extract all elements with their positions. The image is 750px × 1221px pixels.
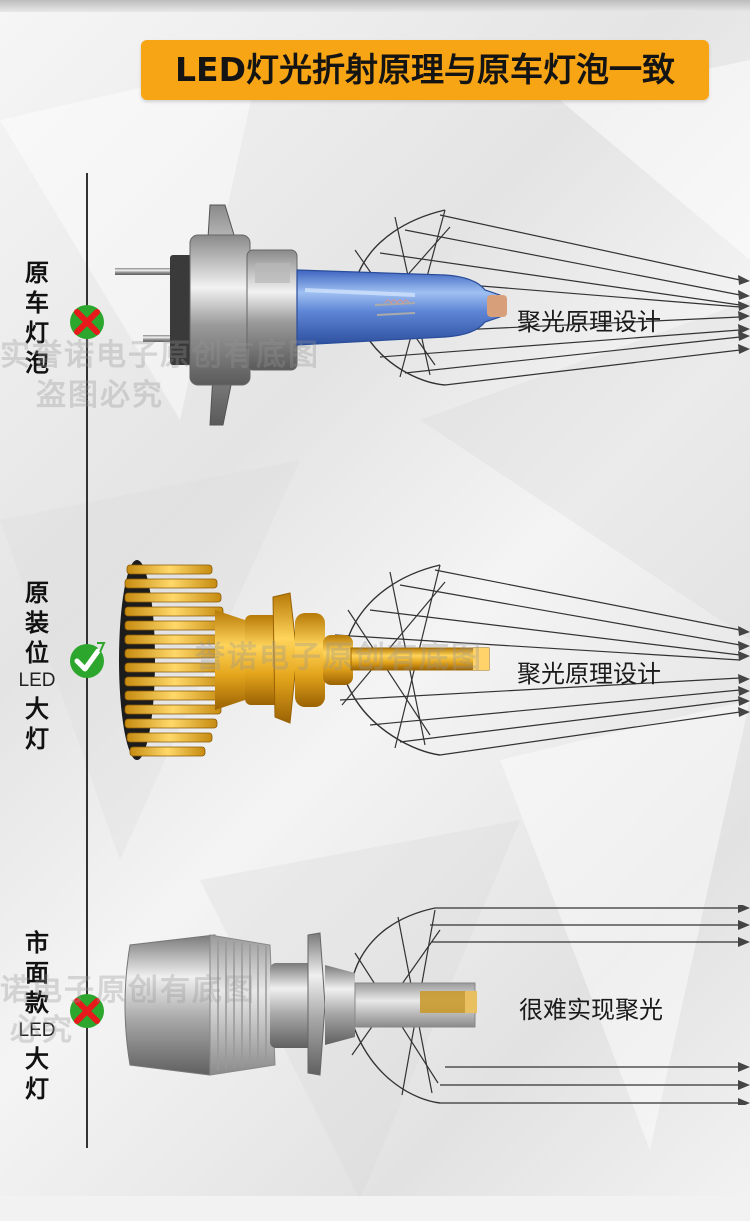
- watermark: 盗图必究: [36, 378, 164, 413]
- top-strip: [0, 0, 750, 12]
- page-title: LED灯光折射原理与原车灯泡一致: [175, 50, 675, 89]
- title-banner: LED灯光折射原理与原车灯泡一致: [141, 40, 709, 100]
- cross-icon: [70, 305, 104, 339]
- beam-diagram-2: [334, 564, 750, 756]
- row-3-label-char: 款: [25, 989, 49, 1017]
- row-3-label-char: 市: [25, 929, 49, 957]
- cross-icon: [70, 994, 104, 1028]
- row-3-label-char: 面: [25, 959, 49, 987]
- watermark: 实誉诺电子原创有底图: [0, 338, 320, 373]
- check-icon: [70, 642, 106, 678]
- beam-diagram-1: [344, 209, 750, 386]
- row-3-label-led: LED: [18, 1020, 56, 1041]
- row-2-label: 原 装 位 LED 大 灯: [12, 578, 62, 754]
- row-3-label: 市 面 款 LED 大 灯: [12, 928, 62, 1104]
- row-2-label-char: 装: [25, 609, 49, 637]
- watermark: 诺电子原创有底图: [0, 973, 256, 1008]
- row-1-label-char: 原: [25, 259, 49, 287]
- watermark: 必究: [10, 1013, 74, 1048]
- row-2-label-char: 大: [25, 695, 49, 723]
- row-3-label-char: 灯: [25, 1075, 49, 1103]
- watermark: 誉诺电子原创有底图: [195, 640, 483, 675]
- row-2-label-char: 原: [25, 579, 49, 607]
- row-1-label: 原 车 灯 泡: [12, 258, 62, 378]
- row-2-label-char: 位: [25, 639, 49, 667]
- row-1-caption: 聚光原理设计: [517, 308, 661, 336]
- row-1-label-char: 车: [25, 289, 49, 317]
- row-2-caption: 聚光原理设计: [517, 660, 661, 688]
- row-1-label-char: 泡: [25, 349, 49, 377]
- gold-led-bulb: [119, 560, 490, 760]
- halogen-bulb: [115, 204, 507, 426]
- row-2-label-char: 灯: [25, 725, 49, 753]
- row-2-label-led: LED: [18, 670, 56, 691]
- bottom-strip: [0, 1196, 750, 1221]
- row-1-label-char: 灯: [25, 319, 49, 347]
- row-3-caption: 很难实现聚光: [519, 996, 663, 1024]
- beam-diagram-3: [349, 905, 750, 1105]
- row-3-label-char: 大: [25, 1045, 49, 1073]
- market-led-bulb: [124, 932, 477, 1076]
